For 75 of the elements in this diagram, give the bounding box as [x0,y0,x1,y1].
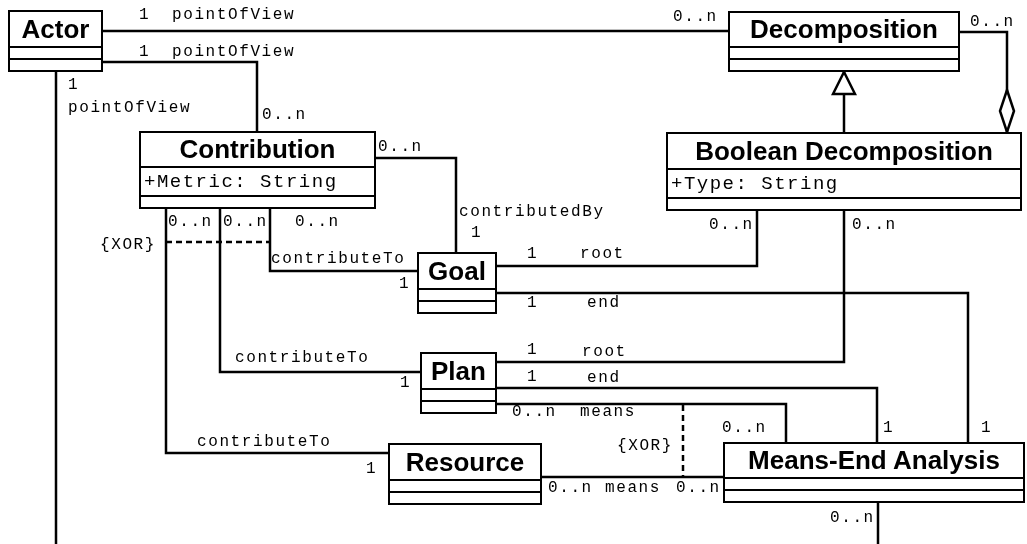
constraint-label: {XOR} [617,437,673,455]
attribute-text: +Metric: String [144,170,338,193]
class-name: Goal [428,255,486,287]
association-line [497,211,759,268]
role-name: pointOfView [172,43,296,61]
multiplicity-label: 0..n [970,13,1015,31]
multiplicity-label: 0..n [548,479,593,497]
role-name: means [580,403,636,421]
multiplicity-label: 1 [68,76,80,94]
class-box [388,443,542,505]
association-line [376,156,458,252]
class-box [728,11,960,72]
multiplicity-label: 0..n [676,479,721,497]
multiplicity-label: 1 [139,6,151,24]
class-name: Boolean Decomposition [695,135,993,167]
class-name: Contribution [179,134,336,165]
multiplicity-label: 0..n [512,403,557,421]
association-line [497,386,879,442]
multiplicity-label: 0..n [378,138,423,156]
multiplicity-label: 0..n [709,216,754,234]
role-name: pointOfView [172,6,296,24]
association-line [218,209,420,374]
class-box [420,352,497,414]
role-name: means [605,479,661,497]
constraint-label: {XOR} [100,236,156,254]
association-line [497,211,846,364]
class-box [8,10,103,72]
multiplicity-label: 1 [471,224,483,242]
association-line [103,29,728,33]
role-name: root [582,343,627,361]
class-box [666,132,1022,211]
multiplicity-label: 1 [527,245,539,263]
multiplicity-label: 0..n [262,106,307,124]
association-line [54,72,880,544]
generalization-arrow [831,70,857,132]
multiplicity-label: 0..n [295,213,340,231]
multiplicity-label: 1 [883,419,895,437]
attribute-text: +Type: String [671,172,839,195]
multiplicity-label: 1 [400,374,412,392]
multiplicity-label: 0..n [830,509,875,527]
aggregation-line [960,30,1016,134]
class-box [723,442,1025,503]
class-box [139,131,376,209]
multiplicity-label: 1 [527,294,539,312]
multiplicity-label: 1 [527,341,539,359]
multiplicity-label: 0..n [722,419,767,437]
role-name: contributedBy [459,203,605,221]
association-line [268,209,417,273]
multiplicity-label: 1 [139,43,151,61]
class-name: Actor [21,13,90,45]
class-name: Resource [405,446,525,478]
multiplicity-label: 0..n [223,213,268,231]
role-name: root [580,245,625,263]
class-name: Decomposition [750,14,938,45]
class-name: Plan [431,355,486,387]
role-name: end [587,369,621,387]
association-line [103,60,259,131]
role-name: contributeTo [235,349,370,367]
association-line [497,291,970,442]
multiplicity-label: 0..n [852,216,897,234]
role-name: contributeTo [271,250,406,268]
association-line [164,209,388,455]
association-line [542,475,723,479]
multiplicity-label: 1 [981,419,993,437]
role-name: pointOfView [68,99,192,117]
class-name: Means-End Analysis [748,445,1000,476]
multiplicity-label: 1 [527,368,539,386]
multiplicity-label: 1 [399,275,411,293]
association-line [497,402,788,442]
role-name: contributeTo [197,433,332,451]
multiplicity-label: 0..n [673,8,718,26]
multiplicity-label: 1 [366,460,378,478]
class-box [417,252,497,314]
role-name: end [587,294,621,312]
multiplicity-label: 0..n [168,213,213,231]
